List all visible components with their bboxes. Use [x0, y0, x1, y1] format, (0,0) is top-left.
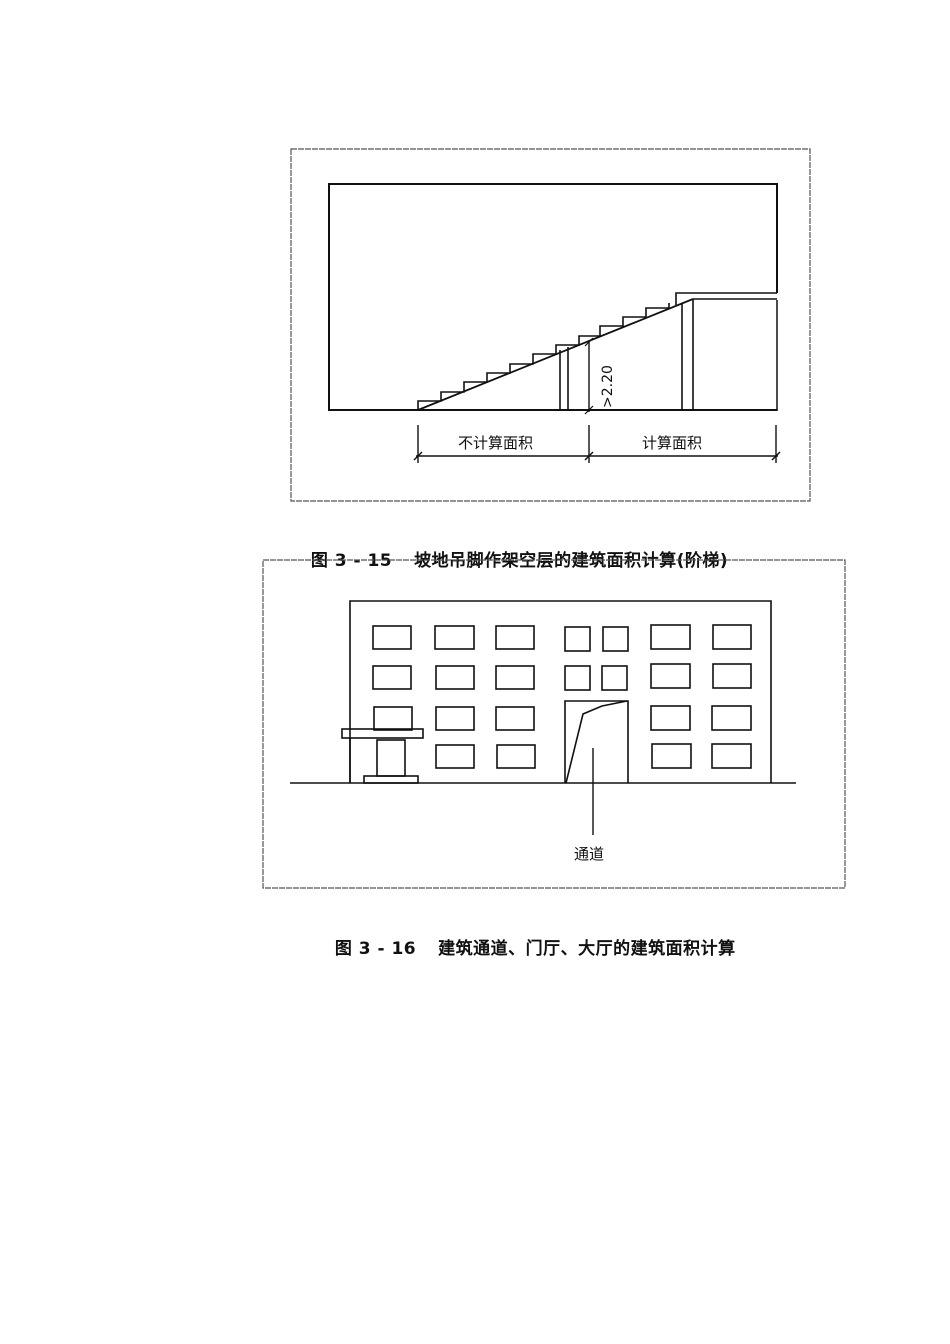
windows [372, 624, 752, 769]
columns [559, 299, 694, 410]
figure-number: 图 3 - 15 [310, 551, 393, 571]
label-counted-area: 计算面积 [642, 434, 702, 452]
figure-3-15-diagram: >2.20 不计算面积 计算面积 [0, 0, 950, 520]
passage-opening [564, 700, 629, 784]
label-passage: 通道 [574, 845, 604, 863]
stair-section-drawing: >2.20 不计算面积 计算面积 [290, 148, 811, 502]
figure-number: 图 3 - 16 [334, 939, 417, 959]
dimension-line [413, 425, 781, 463]
stair-steps [417, 303, 670, 410]
figure-title: 建筑通道、门厅、大厅的建筑面积计算 [438, 939, 736, 959]
figure-3-16-caption: 图 3 - 16 建筑通道、门厅、大厅的建筑面积计算 [322, 914, 736, 959]
building-elevation-drawing: 通道 [262, 559, 846, 889]
height-dimension-label: >2.20 [600, 365, 616, 408]
entrance-porch [341, 728, 424, 784]
label-not-counted-area: 不计算面积 [458, 434, 533, 452]
figure-title: 坡地吊脚作架空层的建筑面积计算(阶梯) [414, 551, 729, 571]
figure-3-15-caption: 图 3 - 15 坡地吊脚作架空层的建筑面积计算(阶梯) [298, 526, 728, 571]
